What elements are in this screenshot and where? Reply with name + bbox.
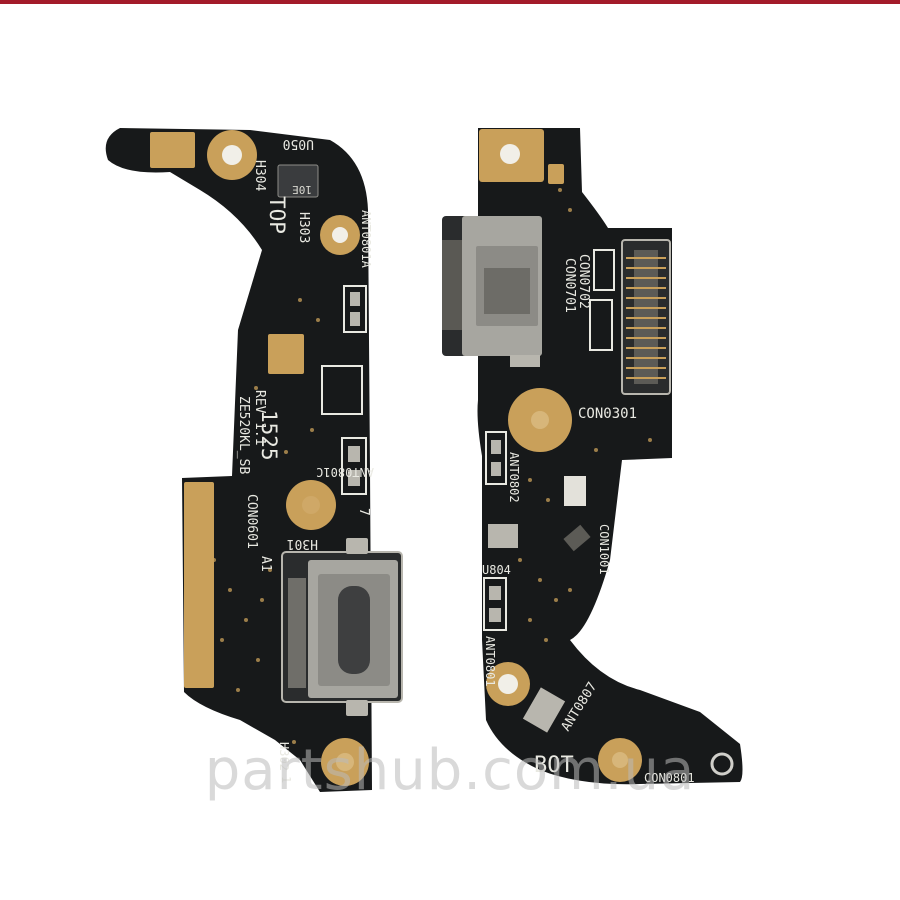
hole-h303	[332, 227, 348, 243]
right-pcb-board: CON0702 CON0701 CON0301 ANT0802 U804 CON…	[442, 128, 743, 785]
label-pin1: 1	[279, 776, 293, 783]
board-connector	[621, 239, 671, 395]
component-ant0807	[522, 687, 566, 733]
label-code: 1525	[257, 410, 281, 461]
label-ant0801: ANT0801	[483, 636, 497, 687]
label-h301: H301	[287, 536, 318, 551]
pad-square-mid	[268, 334, 304, 374]
hole-bottom-left	[498, 674, 518, 694]
right-pcb-outline	[477, 128, 743, 785]
pad-top-tab	[150, 132, 195, 168]
pad-con0801	[710, 752, 734, 776]
micro-usb-connector	[442, 216, 542, 367]
label-h303: H303	[296, 212, 311, 243]
label-pin7: 7	[356, 508, 371, 516]
label-con1001: CON1001	[597, 524, 611, 575]
component-ant0801c	[321, 365, 363, 415]
label-u804: U804	[482, 563, 511, 577]
label-con0701: CON0701	[562, 258, 577, 313]
hole-h304	[222, 145, 242, 165]
pad-top-small	[548, 164, 564, 184]
label-con0702: CON0702	[576, 254, 591, 309]
label-u050: U050	[283, 136, 314, 151]
label-con0801: CON0801	[644, 771, 695, 785]
hole-bottom	[612, 752, 628, 768]
label-rev: REV	[252, 390, 267, 414]
component-small-2	[589, 299, 613, 351]
component-ant0801	[483, 577, 507, 631]
label-ant0801a: ANT0801A	[359, 210, 373, 269]
label-h304: H304	[252, 160, 267, 191]
label-chip-10e: 10E	[292, 183, 312, 196]
label-rev-num: 1.1	[252, 422, 267, 445]
label-a1: A1	[258, 556, 273, 572]
label-ant0801c: ANT0801C	[316, 465, 374, 479]
pad-left-strip	[184, 482, 214, 688]
hole-h301	[302, 496, 320, 514]
hole-h302	[336, 753, 354, 771]
label-ant0802: ANT0802	[507, 452, 521, 503]
component-ant0801a	[343, 285, 367, 333]
component-ant0802	[485, 431, 507, 485]
usb-c-connector	[281, 538, 403, 716]
top-accent-bar	[0, 0, 900, 4]
chip-u050	[277, 164, 319, 198]
label-h302: H302	[277, 742, 291, 771]
label-top: TOP	[265, 196, 289, 234]
label-model: ZE520KL_SB	[236, 396, 251, 474]
component-con1001	[564, 476, 586, 506]
left-pcb-board: TOP H304 H303 U050 10E ANT0801A ANT0801C…	[105, 128, 403, 792]
label-bot: BOT	[534, 753, 574, 778]
hole-top	[500, 144, 520, 164]
component-small-1	[563, 524, 591, 552]
component-u804	[488, 524, 518, 548]
component-block	[341, 437, 367, 495]
hole-center	[531, 411, 549, 429]
label-con0301: CON0301	[578, 406, 637, 422]
label-con0601: CON0601	[244, 494, 259, 549]
